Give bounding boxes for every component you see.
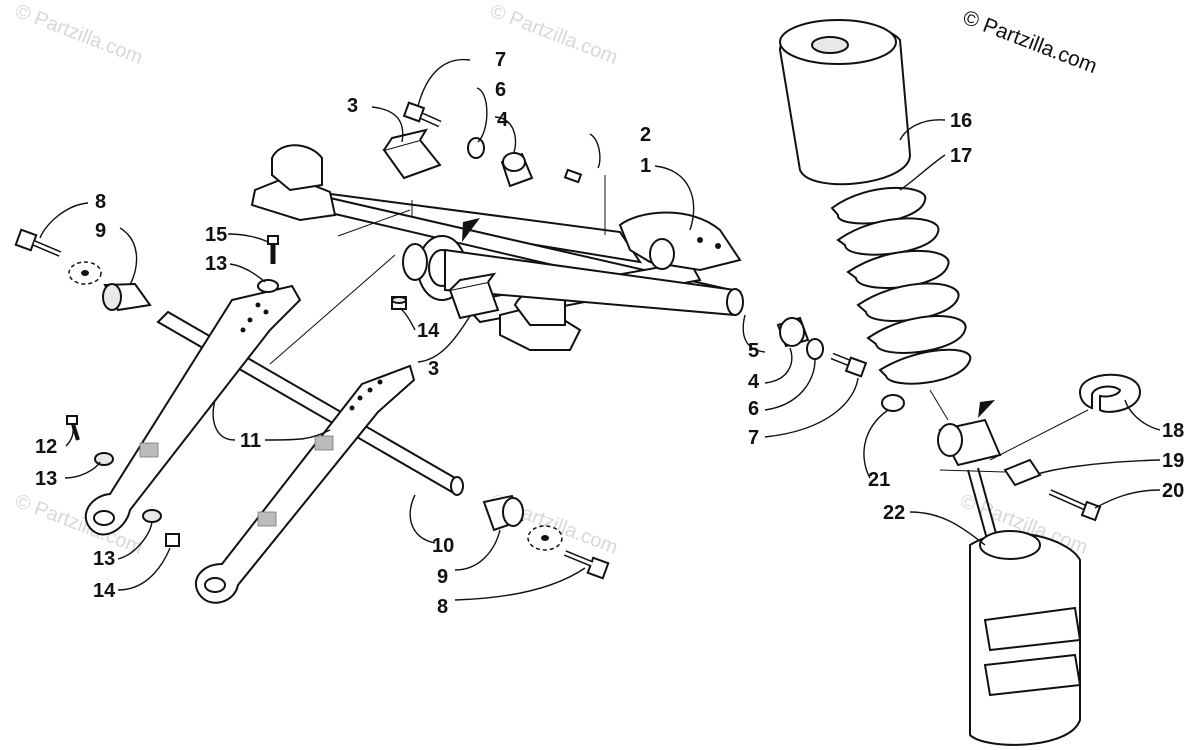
pad-3-top (382, 128, 442, 180)
callout-18: 18 (1162, 420, 1184, 442)
callout-labels: 1 2 3 3 4 4 5 6 6 7 7 8 8 9 9 10 11 12 1… (35, 49, 1184, 618)
callout-10: 10 (432, 535, 454, 557)
bolt-8-left (14, 228, 62, 257)
arm-11-right (194, 364, 416, 604)
bolt-8-right (563, 550, 610, 580)
callout-1: 1 (640, 155, 651, 177)
washer-6-right (806, 338, 824, 360)
callout-8: 8 (95, 191, 106, 213)
callout-13: 13 (93, 548, 115, 570)
callout-19: 19 (1162, 450, 1184, 472)
a-arm-1 (250, 144, 744, 351)
arm-11-left (84, 284, 302, 536)
callout-14: 14 (93, 580, 116, 602)
callout-12: 12 (35, 436, 57, 458)
bolt-20 (1048, 489, 1102, 522)
callout-3: 3 (347, 95, 358, 117)
bolt-7-right (830, 352, 868, 378)
bumper-cover-16 (778, 19, 912, 186)
callout-4: 4 (497, 109, 509, 131)
washer-13-left (94, 452, 114, 466)
bolt-7-top (402, 101, 442, 128)
callout-6: 6 (495, 79, 506, 101)
nut-14-center (391, 296, 407, 310)
callout-3: 3 (428, 358, 439, 380)
arrow-marker-shock (978, 400, 995, 418)
pad-3-lower (448, 272, 500, 320)
nut-14-lower (165, 533, 180, 547)
washer-13-top (257, 279, 279, 293)
spring-retainer-18 (1078, 373, 1142, 413)
callout-20: 20 (1162, 480, 1184, 502)
bushing-shock-top (937, 418, 1002, 467)
bushing-4-top (500, 152, 534, 188)
callout-13: 13 (205, 253, 227, 275)
callout-7: 7 (495, 49, 506, 71)
callout-13: 13 (35, 468, 57, 490)
bushing-9-left (102, 282, 152, 312)
callout-9: 9 (437, 566, 448, 588)
leader-lines (39, 58, 1161, 601)
shock-absorber-22 (967, 467, 1082, 746)
callout-9: 9 (95, 220, 106, 242)
callout-4: 4 (748, 371, 760, 393)
washer-6-top (467, 137, 485, 159)
nut-21 (881, 394, 905, 412)
callout-15: 15 (205, 224, 227, 246)
callout-2: 2 (640, 124, 651, 146)
callout-7: 7 (748, 427, 759, 449)
callout-22: 22 (883, 502, 905, 524)
fitting-2 (563, 168, 583, 184)
washer-9-right (527, 525, 563, 551)
callout-21: 21 (868, 469, 890, 491)
callout-17: 17 (950, 145, 972, 167)
sleeve-19 (1003, 458, 1042, 487)
callout-6: 6 (748, 398, 759, 420)
callout-16: 16 (950, 110, 972, 132)
spring-17 (830, 186, 972, 385)
callout-11: 11 (240, 430, 261, 452)
callout-14: 14 (417, 320, 440, 342)
callout-5: 5 (748, 340, 759, 362)
arrow-marker-a-arm (462, 218, 480, 242)
bolt-15 (267, 235, 279, 264)
bushing-4-right (776, 316, 810, 348)
bushing-9-right (482, 494, 524, 532)
callout-8: 8 (437, 596, 448, 618)
washer-8-left (68, 261, 102, 285)
washer-13-lower (142, 509, 162, 523)
